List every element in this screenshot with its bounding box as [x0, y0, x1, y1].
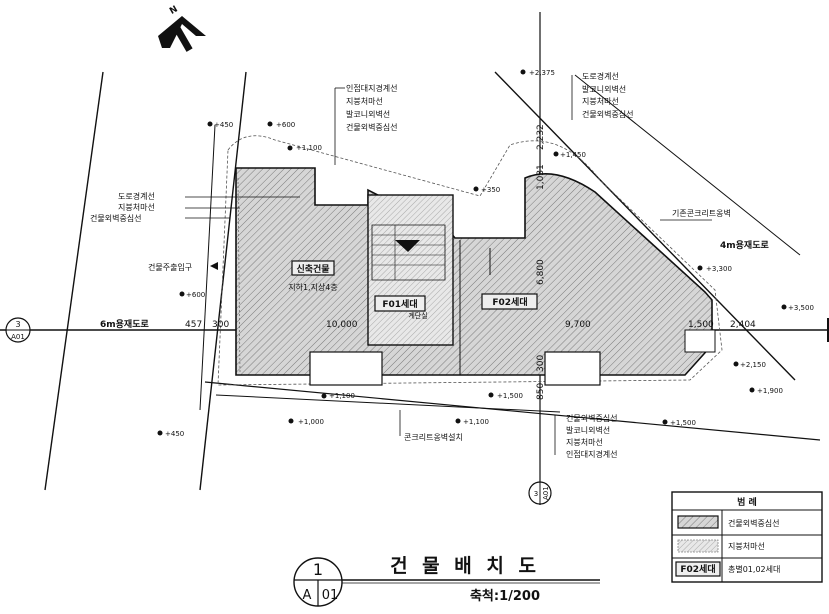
entrance-label: 건물주출입구 [148, 262, 192, 272]
concrete-bottom-label: 콘크리트옹벽설치 [404, 432, 463, 442]
level-l350: +350 [481, 186, 500, 194]
title-block: 1 A 01 건 물 배 치 도 축척:1/200 [293, 555, 600, 607]
misc-labels: 기존콘크리트옹벽 콘크리트옹벽설치 건물주출입구 [148, 208, 731, 442]
dim-9700: 9,700 [565, 320, 591, 330]
left-note: 도로경계선 지붕처마선 건물외벽중심선 [90, 191, 300, 223]
bottom-note-2: 지붕처마선 [566, 438, 603, 447]
level-l450b: +450 [165, 430, 184, 438]
dim-1031: 1,031 [536, 164, 546, 190]
level-l1100c: +1,100 [463, 418, 489, 426]
dim-3300: 300 [536, 355, 546, 372]
section-marker-left: 3 A01 [5, 317, 31, 343]
north-arrow-icon: N [158, 4, 206, 52]
level-l1450: +1,450 [560, 151, 586, 159]
legend-item-1-label: 지붕처마선 [728, 542, 765, 551]
building-name: 신축건물 [296, 263, 329, 275]
title-sheet-a: A [303, 588, 312, 603]
unit1-sub-label: 계단실 [408, 311, 427, 320]
right-top-note-0: 도로경계선 [582, 71, 619, 81]
right-top-note-2: 지붕처마선 [582, 97, 619, 106]
drawing-scale: 축척:1/200 [470, 588, 540, 604]
level-l1100a: +1,100 [296, 144, 322, 152]
level-l2375: +2,375 [529, 69, 555, 77]
unit1-label: F01세대 [382, 298, 417, 310]
section-left-num: 3 [15, 320, 20, 329]
dim-10000: 10,000 [326, 320, 358, 330]
drawing-title: 건 물 배 치 도 [390, 555, 540, 577]
title-num: 1 [313, 560, 323, 579]
bottom-note-3: 인접대지경계선 [566, 449, 618, 459]
level-l3500: +3,500 [788, 304, 814, 312]
building-footprint [235, 167, 716, 386]
right-top-note: 도로경계선 발코니외벽선 지붕처마선 건물외벽중심선 [571, 71, 634, 120]
road-4m-label: 4m용재도로 [720, 239, 769, 251]
bottom-note: 건물외벽중심선 발코니외벽선 지붕처마선 인접대지경계선 [554, 413, 618, 459]
dimension-labels: 6m용재도로 457 300 10,000 9,700 1,500 2,404 … [100, 124, 769, 400]
site-outline [217, 135, 723, 386]
dim-300a: 300 [212, 320, 229, 330]
north-label: N [168, 4, 180, 16]
dim-2404: 2,404 [730, 320, 756, 330]
left-note-0: 도로경계선 [118, 191, 155, 201]
top-note-1: 지붕처마선 [346, 97, 383, 106]
concrete-wall-label: 기존콘크리트옹벽 [672, 208, 731, 218]
unit2-label: F02세대 [492, 296, 527, 308]
level-l3300: +3,300 [706, 265, 732, 273]
section-marker-bottom: 3 A01 [528, 481, 552, 505]
legend-item-0-label: 건물외벽중심선 [728, 518, 780, 528]
bottom-note-1: 발코니외벽선 [566, 425, 610, 435]
section-bottom-num: 3 [534, 490, 538, 498]
level-l1100b: +1,100 [329, 392, 355, 400]
right-top-note-1: 발코니외벽선 [582, 84, 626, 94]
dim-850: 850 [536, 383, 546, 400]
section-left-sub: A01 [11, 333, 25, 341]
building-labels: 신축건물 지하1,지상4층 F01세대 계단실 F02세대 [288, 260, 538, 320]
left-note-1: 지붕처마선 [118, 203, 155, 212]
road-6m-label: 6m용재도로 [100, 318, 149, 330]
dim-6800: 6,800 [536, 259, 546, 285]
level-l1900: +1,900 [757, 387, 783, 395]
top-note-2: 발코니외벽선 [346, 109, 390, 119]
left-note-2: 건물외벽중심선 [90, 213, 142, 223]
level-l600b: +600 [186, 291, 205, 299]
legend-item-2-label: 총별01,02세대 [728, 564, 780, 574]
level-l1500b: +1,500 [670, 419, 696, 427]
level-l1000: +1,000 [298, 418, 324, 426]
top-note: 인접대지경계선 지붕처마선 발코니외벽선 건물외벽중심선 [334, 83, 398, 165]
bottom-note-0: 건물외벽중심선 [566, 413, 618, 423]
dim-2232: 2,232 [536, 124, 546, 150]
level-l2150: +2,150 [740, 361, 766, 369]
level-l450a: +450 [214, 121, 233, 129]
level-l600: +600 [276, 121, 295, 129]
legend-title: 범 례 [737, 496, 757, 508]
title-sheet-b: 01 [322, 588, 339, 603]
top-note-3: 건물외벽중심선 [346, 122, 398, 132]
level-l1500: +1,500 [497, 392, 523, 400]
level-markers: +450 +600 +1,100 +2,375 +1,450 +350 +600… [157, 69, 814, 438]
legend: 범 례 건물외벽중심선 지붕처마선 F02세대 총별01,02세대 [671, 491, 823, 583]
right-top-note-3: 건물외벽중심선 [582, 109, 634, 119]
section-bottom-sub: A01 [542, 486, 550, 500]
building-floors: 지하1,지상4층 [288, 282, 338, 292]
legend-item-2-swatch: F02세대 [680, 563, 715, 575]
dim-1500: 1,500 [688, 320, 714, 330]
dim-457: 457 [185, 320, 202, 330]
top-note-0: 인접대지경계선 [346, 83, 398, 93]
